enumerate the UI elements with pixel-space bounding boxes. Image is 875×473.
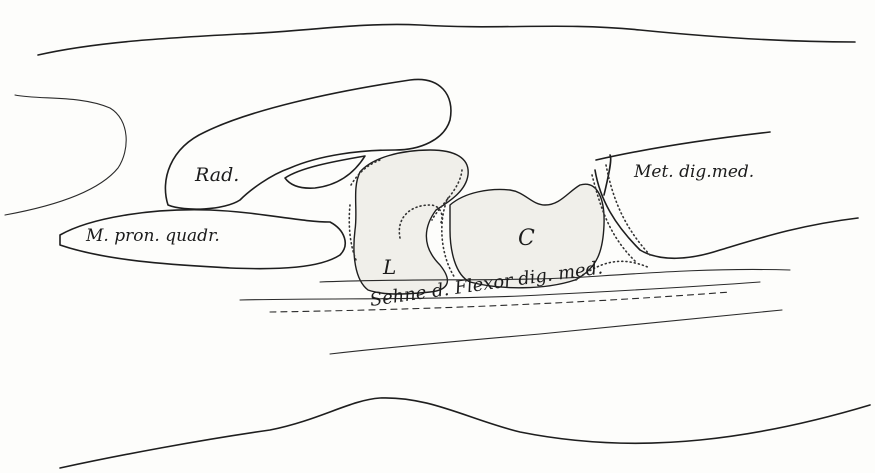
label-radius: Rad.	[195, 164, 239, 186]
label-capitate: C	[518, 226, 535, 251]
label-lunate: L	[383, 255, 396, 279]
tendon-dashed-line	[270, 292, 730, 312]
label-metacarpal: Met. dig.med.	[634, 162, 754, 182]
label-pronator-quadratus: M. pron. quadr.	[86, 226, 220, 246]
radius-styloid	[285, 156, 365, 188]
metacarpal-outline	[595, 132, 858, 258]
lower-skin-contour	[60, 398, 870, 468]
forearm-shading-line	[5, 95, 126, 215]
tendon-lower-line	[330, 310, 782, 354]
upper-skin-contour	[38, 24, 855, 55]
